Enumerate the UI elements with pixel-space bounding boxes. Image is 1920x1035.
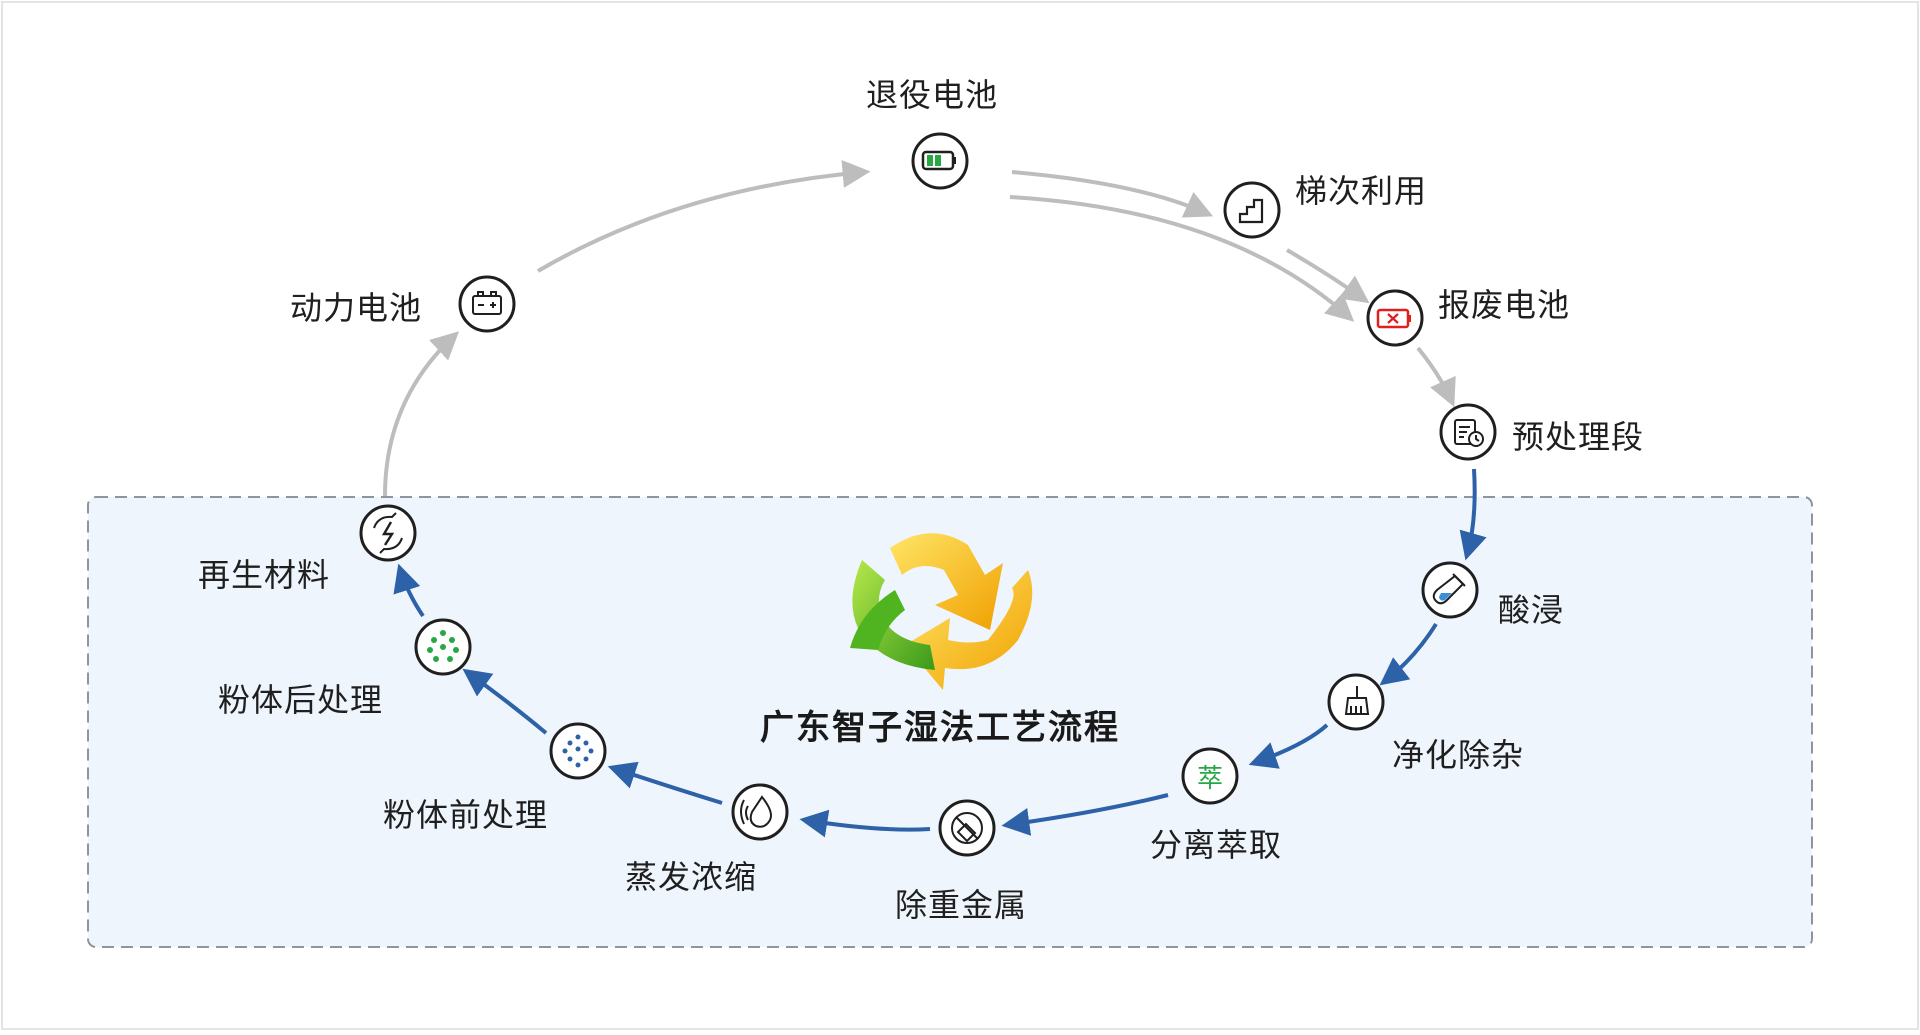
- label-scrap: 报废电池: [1438, 286, 1571, 324]
- battery-green-icon: [921, 150, 956, 171]
- arrow-scrap-to-pretreat: [1416, 346, 1456, 408]
- outer-arrows: [383, 159, 1456, 497]
- node-extract: 萃: [1181, 747, 1239, 805]
- arrow-leach-to-purify: [1379, 622, 1438, 686]
- blue-dots-icon: [562, 734, 594, 768]
- wet-process-region: [87, 496, 1813, 948]
- label-evap: 蒸发浓缩: [625, 858, 758, 896]
- node-cascade: [1223, 181, 1281, 239]
- recycle-bolt-icon: [373, 512, 403, 554]
- label-extract: 分离萃取: [1150, 826, 1283, 864]
- node-pretreat: [1439, 403, 1497, 461]
- arrow-cascade-to-scrap: [1285, 248, 1370, 304]
- node-scrap: [1366, 289, 1424, 347]
- green-dots-icon: [427, 630, 459, 662]
- stairs-icon: [1238, 198, 1264, 224]
- node-purify: [1327, 673, 1385, 731]
- label-purify: 净化除杂: [1392, 736, 1525, 774]
- arrow-regen-to-power: [383, 331, 460, 497]
- arrow-heavy-to-evap: [799, 809, 931, 838]
- label-heavy: 除重金属: [895, 886, 1028, 924]
- node-evap: [731, 783, 789, 841]
- diagram-title: 广东智子湿法工艺流程: [760, 708, 1120, 748]
- test-tube-icon: [1432, 573, 1466, 605]
- recycle-logo-icon: [850, 533, 1033, 690]
- arrow-battery-to-cascade: [1011, 170, 1214, 218]
- node-regen: [359, 504, 417, 562]
- no-metal-icon: [951, 812, 983, 844]
- node-battery: [911, 132, 969, 190]
- arrow-evap-to-prepowder: [607, 761, 723, 805]
- arrow-power-to-battery: [536, 159, 871, 273]
- car-battery-icon: [472, 291, 502, 315]
- water-drop-icon: [740, 795, 772, 828]
- battery-scrap-icon: [1376, 308, 1411, 329]
- label-battery: 退役电池: [866, 76, 999, 114]
- broom-icon: [1344, 686, 1370, 715]
- node-prepowder: [549, 722, 607, 780]
- label-pretreat: 预处理段: [1512, 418, 1645, 456]
- arrow-extract-to-heavy: [1001, 793, 1169, 836]
- label-postpowder: 粉体后处理: [218, 681, 384, 719]
- label-power: 动力电池: [290, 289, 423, 327]
- extract-char-icon: 萃: [1197, 764, 1223, 794]
- node-postpowder: [414, 618, 472, 676]
- label-cascade: 梯次利用: [1295, 172, 1428, 210]
- node-leach: [1421, 561, 1479, 619]
- inner-arrows: [393, 468, 1487, 838]
- label-prepowder: 粉体前处理: [383, 796, 549, 834]
- arrow-pretreat-to-leach: [1459, 468, 1487, 561]
- arrow-prepowder-to-postpowder: [462, 668, 548, 735]
- document-clock-icon: [1454, 419, 1484, 447]
- node-heavy: [938, 799, 996, 857]
- label-leach: 酸浸: [1498, 591, 1565, 629]
- node-power: [458, 275, 516, 333]
- label-regen: 再生材料: [198, 556, 331, 594]
- arrow-postpowder-to-regen: [393, 563, 425, 618]
- arrow-battery-to-scrap: [1009, 195, 1355, 322]
- arrow-purify-to-extract: [1248, 723, 1329, 769]
